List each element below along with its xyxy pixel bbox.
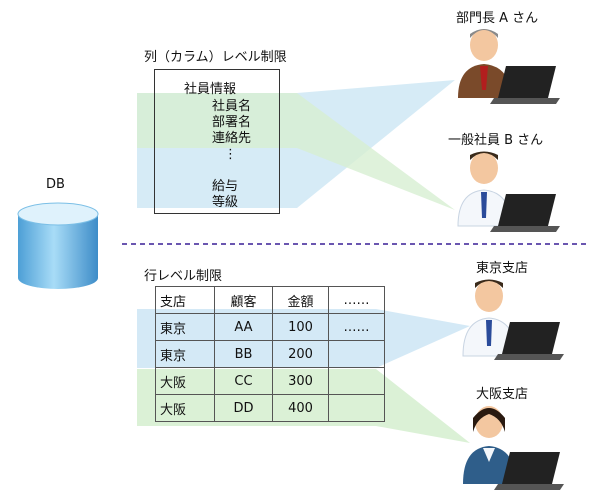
header-cell: 金額 xyxy=(272,286,329,314)
table-header-row: 支店 顧客 金額 …… xyxy=(155,286,385,314)
tokyo-person-icon xyxy=(462,279,518,357)
table-cell: 東京 xyxy=(155,340,215,368)
column-item-department: 部署名 xyxy=(212,115,252,130)
manager-a-label: 部門長 A さん xyxy=(456,11,539,26)
table-cell: 大阪 xyxy=(155,367,215,395)
table-cell: 100 xyxy=(272,313,329,341)
column-item-ellipsis: ⋮ xyxy=(224,147,237,162)
staff-b-label: 一般社員 B さん xyxy=(448,133,544,148)
table-cell xyxy=(328,340,385,368)
row-restriction-title: 行レベル制限 xyxy=(144,269,223,284)
column-item-employee-name: 社員名 xyxy=(212,99,252,114)
header-cell: 支店 xyxy=(155,286,215,314)
osaka-person-icon xyxy=(463,406,517,484)
osaka-laptop-icon xyxy=(494,452,564,490)
osaka-branch-label: 大阪支店 xyxy=(476,387,529,402)
db-label: DB xyxy=(46,177,65,192)
row-data-table: 支店 顧客 金額 …… 東京 AA 100 …… 東京 BB 200 大阪 CC… xyxy=(155,286,385,422)
table-cell xyxy=(328,367,385,395)
staff-b-laptop-icon xyxy=(490,194,560,232)
column-item-grade: 等級 xyxy=(212,195,239,210)
table-cell: 300 xyxy=(272,367,329,395)
table-cell xyxy=(328,394,385,422)
table-cell: 大阪 xyxy=(155,394,215,422)
manager-a-person-icon xyxy=(458,29,512,98)
table-cell: 400 xyxy=(272,394,329,422)
manager-green-beam xyxy=(137,93,455,210)
staff-b-person-icon xyxy=(457,151,513,227)
tokyo-laptop-icon xyxy=(494,322,564,360)
column-item-contact: 連絡先 xyxy=(212,131,252,146)
table-cell: 東京 xyxy=(155,313,215,341)
column-info-box xyxy=(154,69,280,214)
table-cell: CC xyxy=(214,367,273,395)
table-cell: BB xyxy=(214,340,273,368)
header-cell: 顧客 xyxy=(214,286,273,314)
table-cell: …… xyxy=(328,313,385,341)
manager-a-laptop-icon xyxy=(490,66,560,104)
table-row: 東京 AA 100 …… xyxy=(155,313,385,341)
db-cylinder-icon xyxy=(17,202,99,289)
column-restriction-title: 列（カラム）レベル制限 xyxy=(144,50,287,65)
table-cell: DD xyxy=(214,394,273,422)
table-cell: AA xyxy=(214,313,273,341)
tokyo-branch-label: 東京支店 xyxy=(476,261,529,276)
table-row: 大阪 CC 300 xyxy=(155,367,385,395)
header-cell: …… xyxy=(328,286,385,314)
table-row: 東京 BB 200 xyxy=(155,340,385,368)
column-item-employee-info: 社員情報 xyxy=(184,82,237,97)
table-row: 大阪 DD 400 xyxy=(155,394,385,422)
column-item-salary: 給与 xyxy=(212,179,239,194)
table-cell: 200 xyxy=(272,340,329,368)
